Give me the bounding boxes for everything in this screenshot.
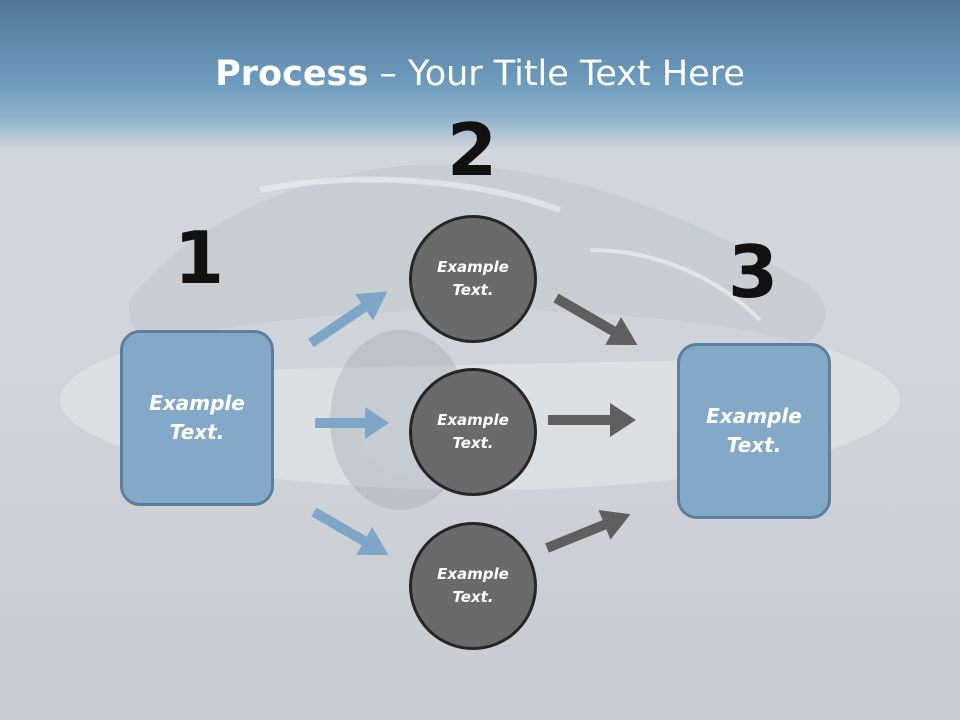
arrow-right-icon	[553, 293, 638, 345]
arrow-right-icon	[545, 509, 631, 553]
step-number-1: 1	[173, 216, 225, 300]
header-band	[0, 0, 960, 150]
arrow-right-icon	[311, 507, 389, 555]
step-number-2: 2	[446, 108, 498, 192]
step-number-3: 3	[727, 230, 779, 314]
title-bold: Process	[215, 54, 369, 94]
slide-title: Process – Your Title Text Here	[0, 50, 960, 98]
arrow-right-icon	[315, 407, 389, 439]
arrow-right-icon	[308, 291, 388, 348]
title-rest: – Your Title Text Here	[368, 54, 745, 94]
arrow-right-icon	[548, 403, 636, 437]
